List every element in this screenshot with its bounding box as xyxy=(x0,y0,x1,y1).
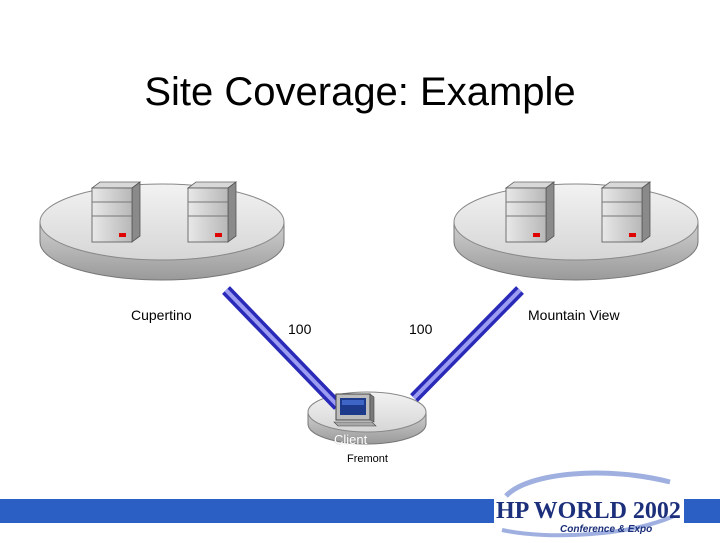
link-cupertino-fremont xyxy=(226,290,338,406)
site-label-fremont: Fremont xyxy=(347,453,388,465)
site-label-cupertino: Cupertino xyxy=(131,307,192,323)
site-label-mountain-view: Mountain View xyxy=(528,307,620,323)
server-icon xyxy=(506,182,554,242)
server-icon xyxy=(92,182,140,242)
server-icon xyxy=(602,182,650,242)
link-cost-left: 100 xyxy=(288,321,311,337)
site-platform-mountain-view xyxy=(454,184,698,280)
link-cost-right: 100 xyxy=(409,321,432,337)
client-device-label: Client xyxy=(334,432,367,447)
logo-text: HP WORLD 2002 xyxy=(496,498,681,524)
logo-subtext: Conference & Expo xyxy=(560,524,652,535)
hp-world-logo: HP WORLD 2002 Conference & Expo xyxy=(488,466,688,538)
site-platform-cupertino xyxy=(40,184,284,280)
link-mountainview-fremont xyxy=(414,290,520,398)
server-icon xyxy=(188,182,236,242)
